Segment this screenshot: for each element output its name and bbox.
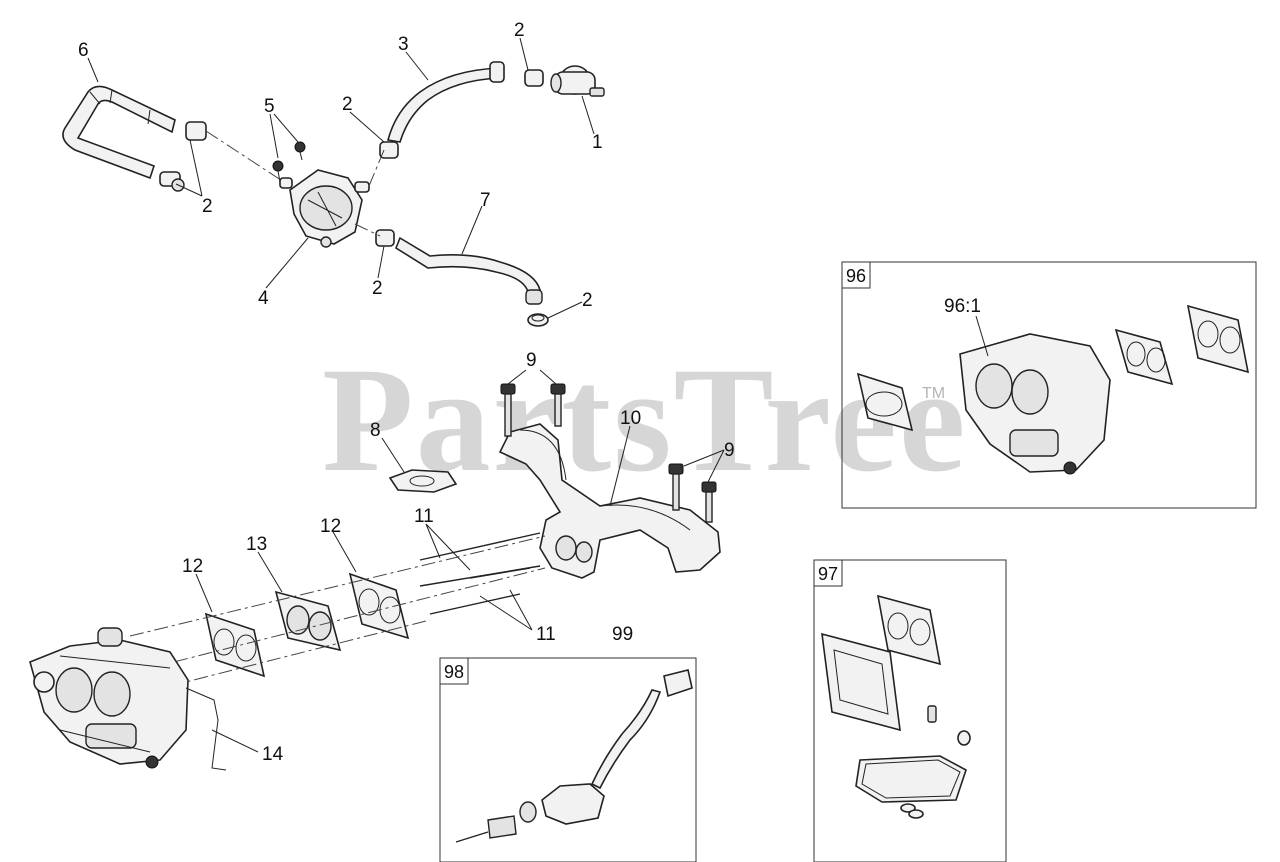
kit-98-box (439, 657, 697, 862)
kit-96-box (841, 261, 1257, 509)
kit-97-label: 97 (818, 564, 838, 584)
callout-14: 14 (262, 744, 284, 765)
callout-9: 9 (526, 350, 537, 371)
fuel-hose-7 (375, 229, 543, 305)
axis-line (354, 223, 381, 237)
axis-line (205, 130, 291, 187)
callout-2: 2 (342, 94, 353, 115)
watermark-trademark: TM (922, 385, 945, 402)
callout-6: 6 (78, 40, 89, 61)
hose-clamp-2b (524, 69, 544, 87)
callout-10: 10 (620, 408, 641, 429)
fuel-pump-4 (279, 169, 370, 248)
link-rod-14 (185, 687, 227, 771)
callout-7: 7 (480, 190, 491, 211)
kit-96-label: 96 (846, 266, 866, 286)
callout-5: 5 (264, 96, 275, 117)
callout-3: 3 (398, 34, 409, 55)
callout-2: 2 (514, 20, 525, 41)
callout-2: 2 (202, 196, 213, 217)
bolts-9 (500, 383, 717, 523)
callout-2: 2 (582, 290, 593, 311)
screws-5 (272, 141, 306, 183)
gasket-12-right (348, 572, 410, 640)
studs-11 (419, 532, 541, 615)
axis-line (368, 149, 385, 187)
callout-12: 12 (182, 556, 203, 577)
fuel-hose-6 (62, 85, 176, 180)
gasket-8 (388, 469, 458, 493)
callout-2: 2 (372, 278, 383, 299)
callout-11: 11 (414, 506, 434, 527)
callout-9: 9 (724, 440, 735, 461)
gasket-12-left (204, 612, 266, 678)
kit-98-label: 98 (444, 662, 464, 682)
axis-line (129, 535, 546, 637)
axis-line (169, 619, 431, 687)
fuel-filter-1 (550, 65, 605, 97)
carburetor (29, 627, 189, 769)
callout-1: 1 (592, 132, 603, 153)
callout-11: 11 (536, 624, 556, 645)
fuel-hose-3 (379, 61, 505, 159)
callout-4: 4 (258, 288, 269, 309)
callout-12: 12 (320, 516, 341, 537)
gasket-13 (274, 590, 342, 652)
callout-13: 13 (246, 534, 267, 555)
callout-8: 8 (370, 420, 381, 441)
kit-97-box (813, 559, 1007, 862)
axis-line (149, 567, 546, 669)
callout-99: 99 (612, 624, 633, 645)
callout-96-1: 96:1 (944, 296, 981, 317)
hose-clamp-2c (527, 313, 549, 327)
